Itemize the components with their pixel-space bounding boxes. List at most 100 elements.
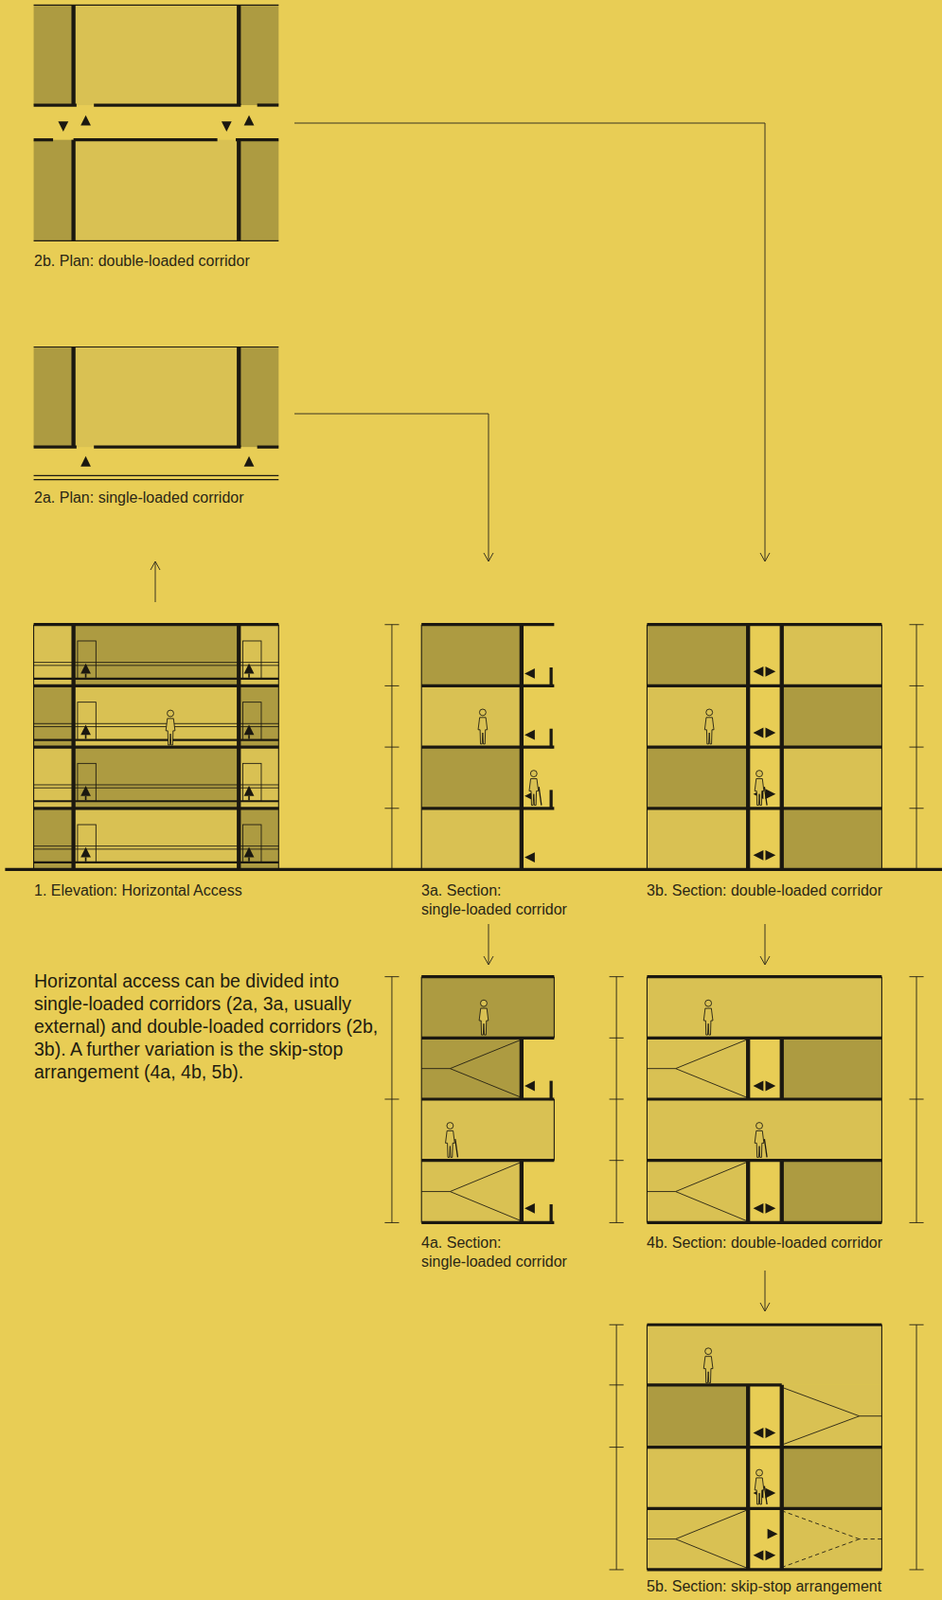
opening-line — [449, 1068, 520, 1098]
arrow-stem — [85, 857, 88, 862]
person-body — [703, 1356, 713, 1384]
opening-line — [675, 1039, 747, 1068]
dimension-tick — [908, 746, 924, 748]
person-figure — [754, 1469, 767, 1505]
wall-line — [34, 103, 77, 107]
room-fill — [782, 808, 883, 871]
opening-line — [783, 1511, 860, 1540]
wall-line — [71, 347, 75, 448]
dimension-tick — [908, 623, 924, 625]
room-fill — [238, 746, 279, 809]
opening-line — [675, 1539, 747, 1568]
person-figure — [479, 999, 489, 1035]
wall-line — [33, 624, 35, 871]
room-fill — [646, 746, 747, 809]
wall-line — [235, 138, 279, 142]
floor-slab — [646, 1507, 882, 1511]
room-fill — [782, 1160, 883, 1224]
room-fill — [782, 1508, 883, 1570]
walkway-edge — [34, 677, 280, 680]
floor-slab — [646, 1383, 782, 1387]
access-arrow — [765, 666, 777, 677]
dimension-tick — [384, 1099, 399, 1101]
wall-line — [746, 624, 750, 871]
drawing-panel: 5b. Section: skip-stop arrangement — [646, 1324, 907, 1597]
access-arrow — [524, 668, 535, 679]
walking-cane — [764, 1486, 767, 1505]
wall-line — [881, 1324, 883, 1570]
room-fill — [73, 4, 240, 106]
dimension-tick — [384, 746, 399, 748]
wall-line — [73, 138, 218, 142]
arrow-stem — [85, 796, 88, 800]
wall-line — [780, 1037, 784, 1100]
railing-line — [34, 723, 280, 725]
opening-line — [783, 1539, 860, 1567]
room-fill — [73, 808, 240, 871]
room-fill — [238, 140, 279, 242]
room-fill — [782, 685, 883, 747]
dimension-tick — [609, 976, 624, 978]
access-arrow — [524, 729, 535, 741]
door-outline — [243, 702, 262, 741]
text-run: single-loaded — [421, 901, 512, 918]
drawing-panel: 4a. Section: single-loaded corridor — [421, 977, 583, 1272]
room-fill — [73, 347, 240, 448]
person-body — [754, 1477, 765, 1505]
dimension-tick — [609, 1446, 624, 1448]
wall-line — [646, 1324, 648, 1570]
room-fill — [73, 624, 240, 687]
access-arrow — [765, 1488, 777, 1499]
door-outline — [243, 640, 262, 679]
person-figure — [704, 709, 714, 745]
floor-slab — [421, 1158, 554, 1162]
floor-slab — [646, 745, 882, 748]
opening-line — [675, 1191, 747, 1222]
text-run: skip-stop — [730, 1578, 792, 1595]
balcony-edge — [34, 479, 280, 480]
access-arrow — [244, 456, 255, 467]
room-fill — [238, 347, 279, 448]
walking-cane — [455, 1138, 459, 1157]
dimension-tick — [609, 1037, 624, 1039]
dimension-line — [916, 977, 918, 1224]
person-body — [754, 1130, 765, 1157]
wall-line — [34, 138, 54, 142]
dimension-tick — [908, 1568, 924, 1570]
wall-line — [553, 1099, 555, 1161]
drawing-panel: 4b. Section: double-loaded corridor — [646, 977, 907, 1253]
floor-slab — [646, 1221, 882, 1225]
person-head — [706, 709, 713, 716]
access-arrow — [80, 115, 91, 126]
wall-line — [421, 977, 423, 1224]
panel-caption: 1. Elevation: Horizontal Access — [34, 881, 285, 901]
flow-arrow — [483, 924, 494, 965]
text-run: skip-stop — [268, 1038, 343, 1060]
room-fill — [238, 685, 279, 747]
floor-slab — [646, 1445, 882, 1449]
flow-arrow — [760, 924, 770, 965]
room-fill — [421, 746, 521, 809]
room-fill — [646, 1160, 747, 1224]
wall-line — [421, 624, 423, 871]
floor-slab — [421, 1221, 554, 1225]
floor-slab — [646, 622, 882, 626]
access-arrow — [753, 1549, 765, 1561]
opening-line — [646, 1067, 676, 1069]
dimension-tick — [384, 1222, 399, 1224]
person-figure — [703, 999, 713, 1035]
wall-line — [93, 445, 241, 449]
floor-slab — [646, 1036, 882, 1040]
access-arrow — [765, 1549, 777, 1561]
panel-caption: 4b. Section: double-loaded corridor — [646, 1233, 907, 1253]
person-head — [705, 1348, 712, 1355]
walking-cane — [764, 1138, 767, 1157]
wall-line — [519, 624, 524, 871]
text-run: double-loaded — [146, 1015, 265, 1037]
text-run: double-loaded — [730, 882, 827, 899]
access-arrow — [80, 785, 91, 797]
opening-line — [646, 1538, 676, 1540]
wall-line — [236, 347, 241, 448]
drawing-panel: 2a. Plan: single-loaded corridor — [34, 347, 285, 508]
